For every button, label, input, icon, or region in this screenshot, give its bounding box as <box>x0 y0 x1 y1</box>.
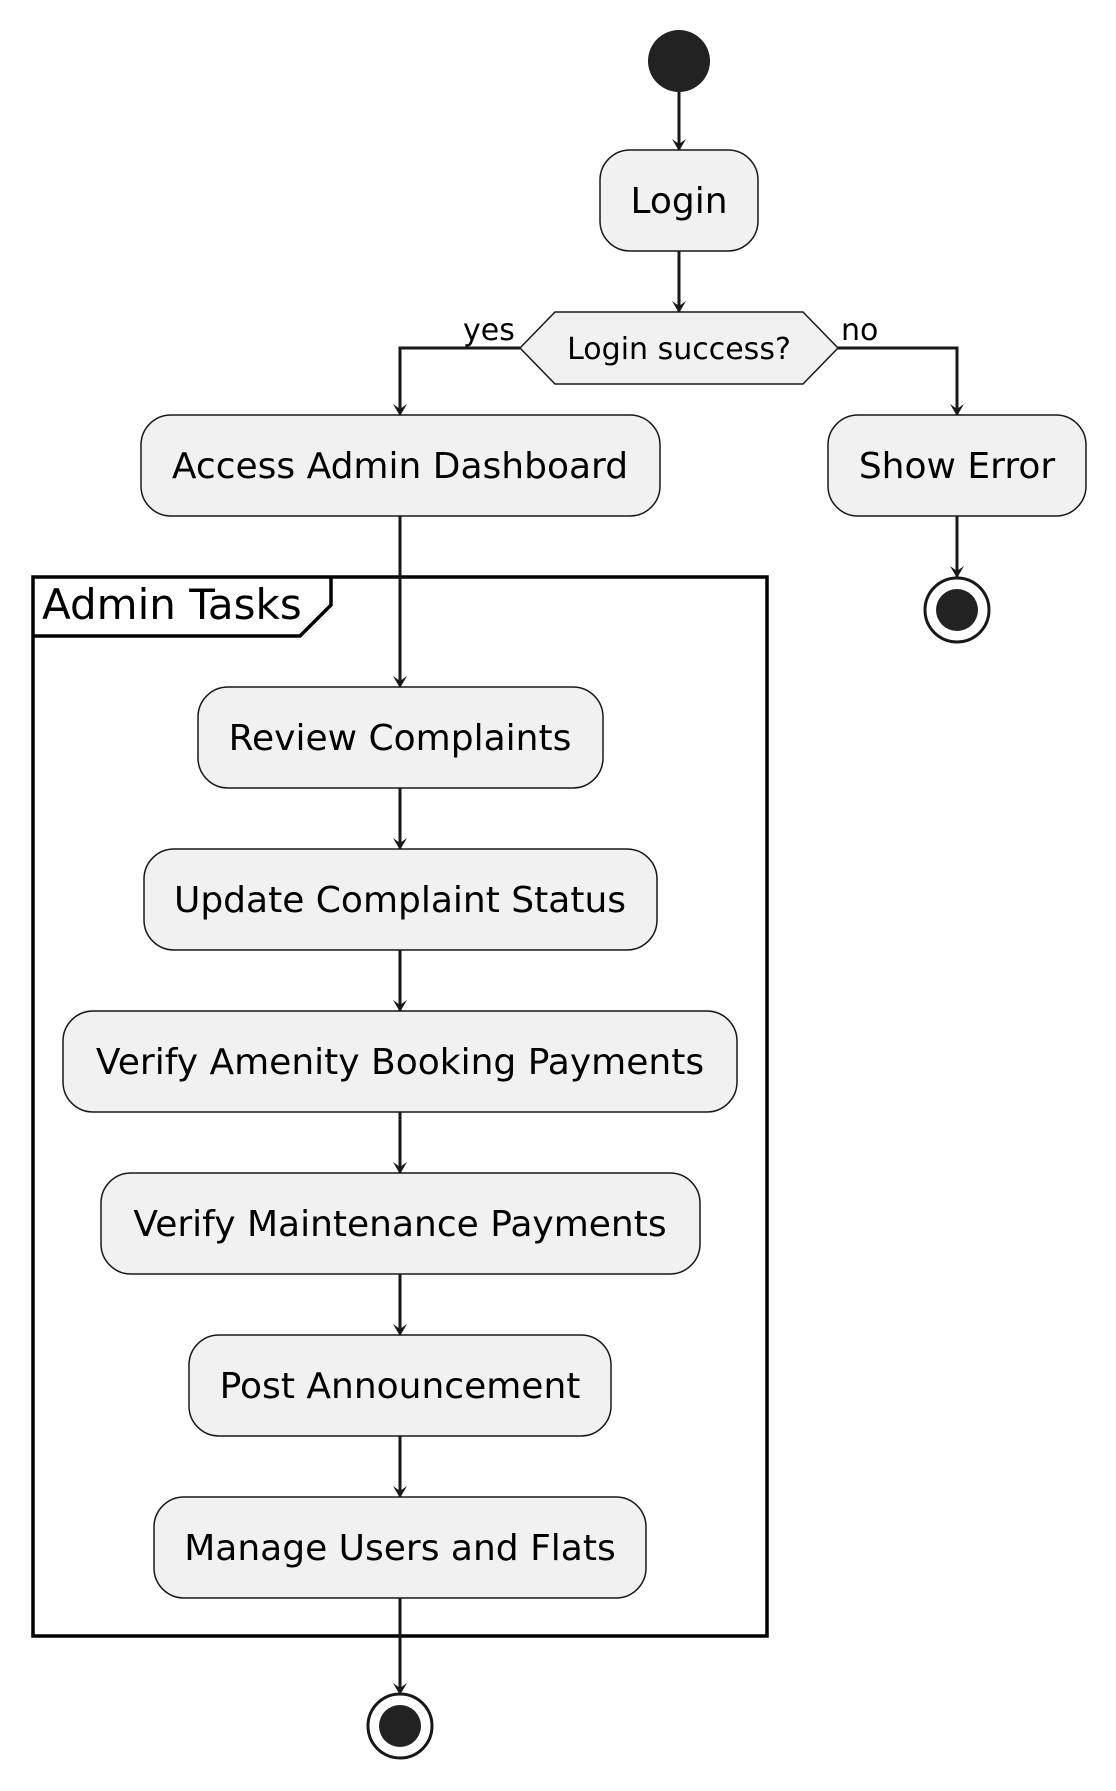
activity-post-announcement: Post Announcement <box>188 1334 612 1437</box>
branch-no-label: no <box>841 313 878 348</box>
group-admin-tasks-title: Admin Tasks <box>42 580 302 629</box>
activity-verify-maintenance-label: Verify Maintenance Payments <box>133 1204 666 1245</box>
decision-label: Login success? <box>567 332 791 367</box>
activity-verify-amenity-label: Verify Amenity Booking Payments <box>96 1042 704 1083</box>
edge-yes <box>393 346 520 416</box>
decision-login-success: Login success? <box>518 311 840 385</box>
activity-update-status-label: Update Complaint Status <box>174 880 626 921</box>
activity-post-announcement-label: Post Announcement <box>220 1366 581 1407</box>
end-node-main <box>366 1692 434 1760</box>
activity-access-dashboard-label: Access Admin Dashboard <box>172 446 628 487</box>
activity-verify-amenity: Verify Amenity Booking Payments <box>62 1010 738 1113</box>
activity-review-complaints: Review Complaints <box>197 686 604 789</box>
activity-login: Login <box>599 149 759 252</box>
activity-review-complaints-label: Review Complaints <box>229 718 572 759</box>
end-node-error <box>923 576 991 644</box>
activity-show-error-label: Show Error <box>859 446 1056 487</box>
activity-update-status: Update Complaint Status <box>143 848 658 951</box>
activity-verify-maintenance: Verify Maintenance Payments <box>100 1172 701 1275</box>
start-node <box>648 30 710 92</box>
activity-show-error: Show Error <box>827 414 1087 517</box>
branch-yes-label: yes <box>463 313 515 348</box>
edge-no <box>838 346 964 416</box>
activity-manage-users-label: Manage Users and Flats <box>184 1528 616 1569</box>
activity-access-dashboard: Access Admin Dashboard <box>140 414 661 517</box>
activity-login-label: Login <box>630 181 727 222</box>
activity-manage-users: Manage Users and Flats <box>153 1496 647 1599</box>
